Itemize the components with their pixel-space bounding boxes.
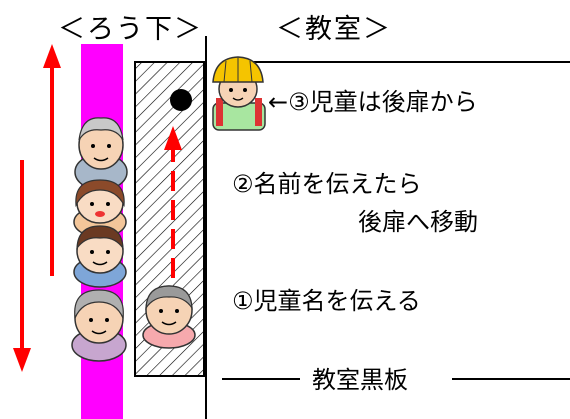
parent-face-1-icon (74, 117, 128, 191)
step2-label-line1: ②名前を伝えたら (232, 170, 422, 198)
rear-door-dot-icon (170, 89, 192, 111)
step3-label: ←③児童は後扉から (268, 88, 478, 116)
step2-label-line2: 後扉へ移動 (358, 208, 478, 236)
parent-face-4-icon (71, 289, 127, 362)
dashed-arrow-up-icon (164, 126, 182, 278)
teacher-face-icon (142, 285, 196, 349)
child-helmet-icon (212, 56, 266, 131)
step1-label: ①児童名を伝える (232, 287, 421, 315)
arrow-up-icon (43, 44, 61, 276)
arrow-down-icon (13, 160, 31, 372)
blackboard-label: 教室黒板 (312, 366, 408, 394)
corridor-header: ＜ろう下＞ (58, 14, 203, 45)
parent-face-3-icon (73, 225, 127, 288)
classroom-header: ＜教室＞ (276, 14, 392, 45)
